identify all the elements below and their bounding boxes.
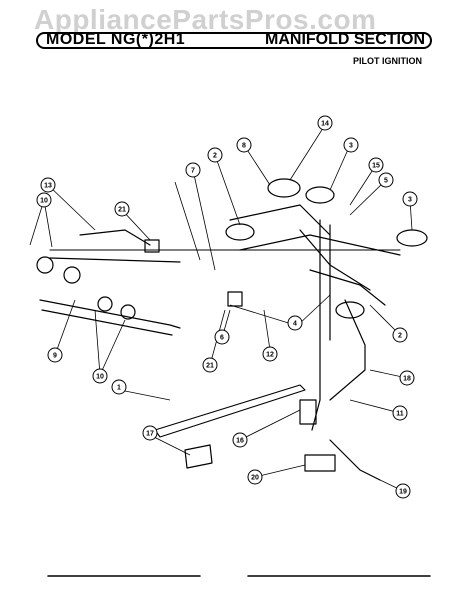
callout-number: 20 [251, 475, 259, 482]
callout-circle [399, 370, 415, 386]
callout-number: 18 [403, 376, 411, 383]
callout-circle [232, 432, 248, 448]
burner-left-rear [225, 223, 255, 241]
callout-number: 15 [372, 163, 380, 170]
burner-tube-right-front [309, 269, 386, 306]
burner-tube-left-rear [229, 204, 331, 236]
header-frame [36, 32, 432, 49]
callout-circle [47, 347, 63, 363]
bracket [154, 384, 306, 438]
burner-tube-left [79, 229, 151, 246]
callout-circle [368, 157, 384, 173]
model-label: MODEL NG(*)2H1 [46, 31, 186, 48]
safety-valve [299, 399, 317, 425]
callout-number: 17 [146, 431, 154, 438]
callout-number: 21 [118, 207, 126, 214]
callout-circle [36, 192, 52, 208]
callout-number: 21 [206, 363, 214, 370]
callout-circle [262, 346, 278, 362]
callout-circle [317, 115, 333, 131]
callout-circle [40, 177, 56, 193]
callout-number: 4 [293, 321, 297, 328]
callout-circle [114, 201, 130, 217]
callout-number: 19 [399, 489, 407, 496]
callout-circle [214, 329, 230, 345]
callout-number: 8 [242, 143, 246, 150]
callout-number: 13 [44, 183, 52, 190]
callout-circle [247, 469, 263, 485]
burner-right-rear [305, 186, 335, 204]
callout-number: 3 [408, 197, 412, 204]
leader-lines [29, 124, 413, 492]
callout-circle [343, 137, 359, 153]
callout-circle [236, 137, 252, 153]
callout-number: 6 [220, 335, 224, 342]
burner-right [396, 229, 428, 247]
callout-number: 9 [53, 353, 57, 360]
valve-knob [36, 256, 54, 274]
callout-circle [402, 191, 418, 207]
callout-number: 10 [96, 374, 104, 381]
callout-circle [142, 425, 158, 441]
callout-number: 2 [398, 333, 402, 340]
thermocouple-tube [329, 439, 381, 481]
subtitle: PILOT IGNITION [353, 56, 422, 66]
callout-number: 1 [117, 385, 121, 392]
burner-center-rear [267, 178, 301, 198]
callout-number: 11 [396, 411, 404, 418]
manifold-pipe [39, 299, 181, 329]
callout-number: 14 [321, 121, 329, 128]
callout-number: 10 [40, 198, 48, 205]
callout-circle [202, 357, 218, 373]
callout-circle [207, 147, 223, 163]
burner-tube-right-rear [239, 234, 401, 256]
callout-circle [287, 315, 303, 331]
callout-number: 12 [266, 352, 274, 359]
callout-circle [378, 172, 394, 188]
main-gas-line [311, 329, 321, 431]
callout-circle [111, 379, 127, 395]
callout-number: 16 [236, 438, 244, 445]
callout-number: 7 [191, 168, 195, 175]
pilot-tube [329, 299, 366, 401]
callout-circle [185, 162, 201, 178]
burner-right-front [335, 301, 365, 319]
watermark: AppliancePartsPros.com [34, 4, 377, 35]
regulator [304, 454, 336, 472]
callout-number: 2 [213, 153, 217, 160]
mounting-bracket [184, 444, 213, 469]
callout-number: 3 [349, 143, 353, 150]
section-title: MANIFOLD SECTION [265, 31, 425, 48]
callout-number: 5 [384, 178, 388, 185]
callout-circle [392, 405, 408, 421]
callout-circle [392, 327, 408, 343]
callout-circle [395, 483, 411, 499]
callout-circle [92, 368, 108, 384]
